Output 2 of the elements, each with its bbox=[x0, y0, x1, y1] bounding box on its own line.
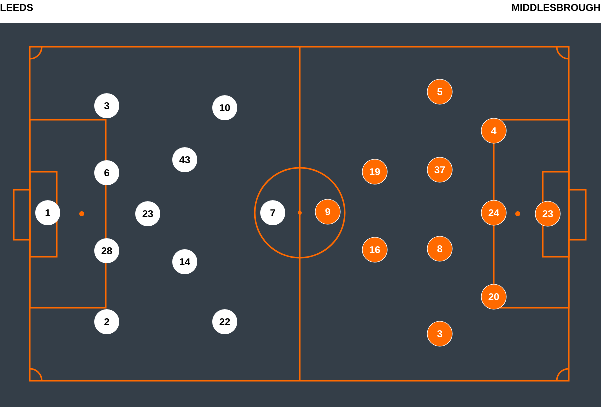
team-name: MIDDLESBROUGH bbox=[512, 4, 600, 12]
team-name: LEEDS bbox=[0, 4, 34, 12]
